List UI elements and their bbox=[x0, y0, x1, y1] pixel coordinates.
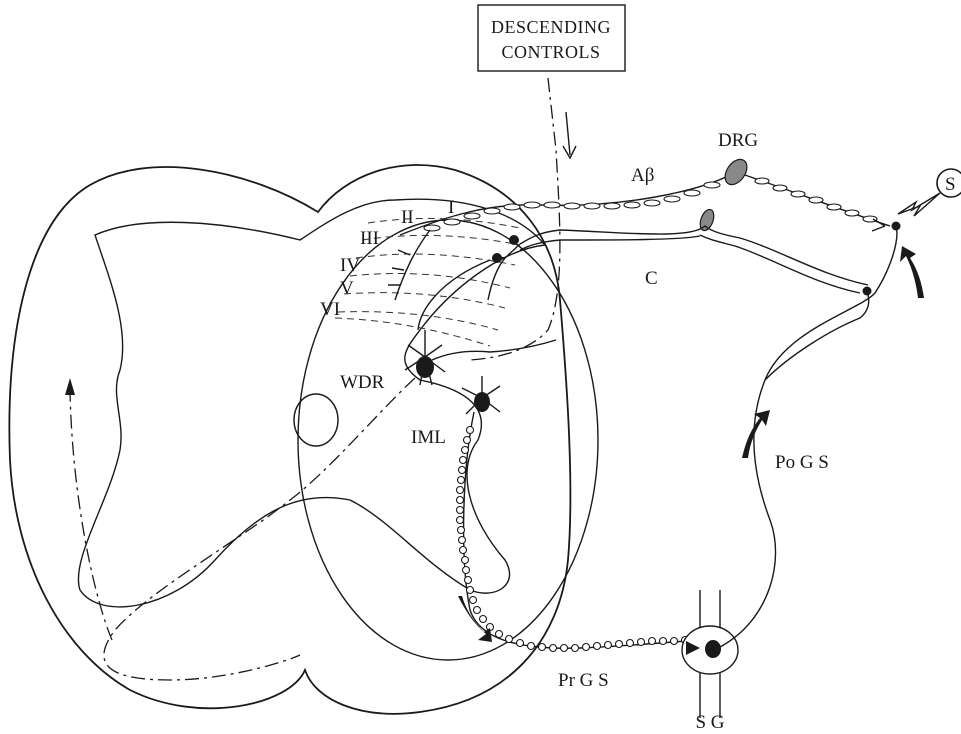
descending-controls-line1: DESCENDING bbox=[491, 17, 611, 37]
postganglionic-arrow-upper-icon bbox=[900, 246, 924, 298]
ascending-tract bbox=[70, 390, 112, 640]
preganglionic-fiber bbox=[464, 412, 700, 648]
label-drg: DRG bbox=[718, 130, 758, 151]
c-fiber bbox=[520, 226, 868, 285]
label-c: C bbox=[645, 268, 658, 289]
central-canal bbox=[294, 394, 338, 446]
c-fiber-inner bbox=[700, 235, 860, 293]
label-sg: S G bbox=[695, 712, 724, 733]
label-lamina-6: VI bbox=[320, 299, 340, 320]
descending-controls-line2: CONTROLS bbox=[501, 42, 600, 62]
label-pogs: Po G S bbox=[775, 452, 829, 473]
preganglionic-beads bbox=[457, 427, 689, 652]
label-s: S bbox=[945, 174, 956, 195]
label-abeta: Aβ bbox=[631, 165, 654, 186]
label-wdr: WDR bbox=[340, 372, 385, 393]
synapse-dot bbox=[492, 253, 502, 263]
stimulus-arrow-icon bbox=[898, 193, 940, 216]
label-lamina-2: II bbox=[401, 207, 414, 228]
ascending-arrow-icon bbox=[65, 378, 75, 395]
postganglionic-branch bbox=[765, 291, 869, 380]
sympathetic-ganglion bbox=[682, 590, 738, 718]
label-lamina-5: V bbox=[340, 278, 354, 299]
drg-abeta-soma bbox=[721, 155, 752, 188]
iml-neuron bbox=[462, 376, 500, 414]
synapse-dot bbox=[509, 235, 519, 245]
descending-arrow-icon bbox=[563, 112, 576, 158]
label-lamina-4: IV bbox=[340, 255, 360, 276]
label-lamina-1: I bbox=[448, 197, 454, 218]
label-prgs: Pr G S bbox=[558, 670, 609, 691]
wdr-neuron bbox=[405, 260, 556, 385]
label-iml: IML bbox=[411, 427, 446, 448]
label-lamina-3: III bbox=[360, 228, 379, 249]
abeta-terminal bbox=[388, 230, 430, 300]
wdr-ascending-axon bbox=[104, 378, 415, 680]
descending-path bbox=[470, 78, 560, 360]
